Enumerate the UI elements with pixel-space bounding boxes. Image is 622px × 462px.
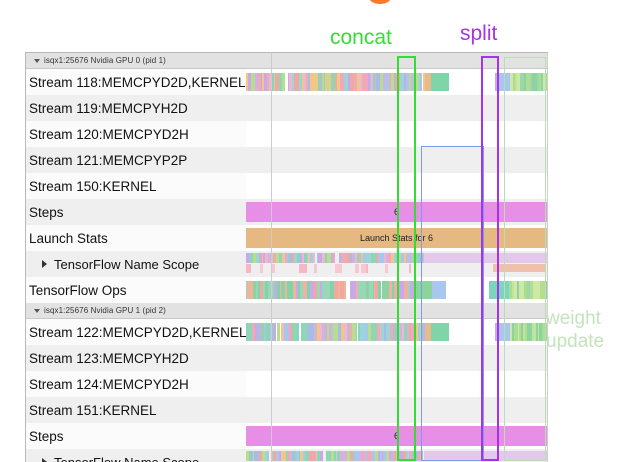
track-lane[interactable] bbox=[246, 121, 547, 147]
track-row-label-text: Stream 118:MEMCPYD2D,KERNEL,ME bbox=[29, 75, 246, 90]
track-row-label-text: Stream 122:MEMCPYD2D,KERNEL,MI bbox=[29, 325, 246, 340]
name-scope-strip-tail2 bbox=[493, 264, 546, 272]
orange-marker-icon bbox=[369, 0, 391, 4]
track-row[interactable]: Stream 150:KERNEL bbox=[26, 173, 547, 199]
track-lane[interactable] bbox=[246, 251, 547, 277]
annotation-weight-update-line2: update bbox=[546, 330, 604, 353]
track-lane[interactable] bbox=[246, 449, 547, 462]
track-row-label-text: TensorFlow Ops bbox=[29, 283, 127, 298]
annotation-concat: concat bbox=[330, 26, 392, 50]
group-header-label: isqx1:25676 Nvidia GPU 0 (pid 1) bbox=[44, 56, 166, 65]
event-strip bbox=[246, 73, 547, 91]
track-row-label[interactable]: Stream 121:MEMCPYP2P bbox=[26, 147, 246, 173]
track-row-label[interactable]: Launch Stats bbox=[26, 225, 246, 251]
trace-viewer-panel[interactable]: isqx1:25676 Nvidia GPU 0 (pid 1) Stream 1… bbox=[25, 52, 548, 462]
track-row-label[interactable]: Stream 150:KERNEL bbox=[26, 173, 246, 199]
track-row-label[interactable]: TensorFlow Name Scope bbox=[26, 449, 246, 462]
group-header-label: isqx1:25676 Nvidia GPU 1 (pid 2) bbox=[44, 306, 166, 315]
steps-bar-label: 6 bbox=[246, 431, 547, 441]
chevron-down-icon[interactable] bbox=[34, 309, 40, 313]
track-row-label[interactable]: Stream 123:MEMCPYH2D bbox=[26, 345, 246, 371]
track-lane[interactable] bbox=[246, 277, 547, 303]
track-row-label[interactable]: Stream 124:MEMCPYD2H bbox=[26, 371, 246, 397]
track-row[interactable]: Stream 122:MEMCPYD2D,KERNEL,MI bbox=[26, 319, 547, 345]
track-lane[interactable] bbox=[246, 397, 547, 423]
track-lane[interactable] bbox=[246, 147, 547, 173]
track-row-label-text: Stream 150:KERNEL bbox=[29, 179, 157, 194]
track-row-label-text: Stream 151:KERNEL bbox=[29, 403, 157, 418]
track-row-label-text: Launch Stats bbox=[29, 231, 108, 246]
track-row[interactable]: Steps 6 bbox=[26, 199, 547, 225]
launch-stats-bar-label: Launch Stats for 6 bbox=[246, 233, 547, 243]
track-row-label[interactable]: Stream 151:KERNEL bbox=[26, 397, 246, 423]
group-header[interactable]: isqx1:25676 Nvidia GPU 0 (pid 1) bbox=[26, 53, 547, 69]
track-row-label-text: Steps bbox=[29, 205, 64, 220]
track-row[interactable]: Stream 118:MEMCPYD2D,KERNEL,ME bbox=[26, 69, 547, 95]
track-row-label-text: Steps bbox=[29, 429, 64, 444]
track-row[interactable]: Launch Stats Launch Stats for 6 bbox=[26, 225, 547, 251]
track-row[interactable]: Stream 123:MEMCPYH2D bbox=[26, 345, 547, 371]
track-lane[interactable] bbox=[246, 345, 547, 371]
track-row-label[interactable]: Stream 120:MEMCPYD2H bbox=[26, 121, 246, 147]
track-row[interactable]: Stream 119:MEMCPYH2D bbox=[26, 95, 547, 121]
track-lane[interactable]: 6 bbox=[246, 199, 547, 225]
track-row[interactable]: TensorFlow Ops bbox=[26, 277, 547, 303]
track-row-label[interactable]: Stream 122:MEMCPYD2D,KERNEL,MI bbox=[26, 319, 246, 345]
track-row-label[interactable]: TensorFlow Name Scope bbox=[26, 251, 246, 277]
track-row[interactable]: Stream 121:MEMCPYP2P bbox=[26, 147, 547, 173]
track-row[interactable]: Stream 151:KERNEL bbox=[26, 397, 547, 423]
label-column-divider bbox=[271, 53, 272, 462]
steps-bar-label: 6 bbox=[246, 207, 547, 217]
track-row-label-text: Stream 121:MEMCPYP2P bbox=[29, 153, 187, 168]
name-scope-strip-tail bbox=[424, 253, 547, 263]
annotation-weight-update-line1: weight bbox=[546, 307, 604, 330]
chevron-right-icon[interactable] bbox=[42, 458, 47, 462]
track-row-label[interactable]: Stream 119:MEMCPYH2D bbox=[26, 95, 246, 121]
track-row-label[interactable]: Steps bbox=[26, 423, 246, 449]
track-row-label-text: Stream 124:MEMCPYD2H bbox=[29, 377, 189, 392]
track-lane[interactable]: Launch Stats for 6 bbox=[246, 225, 547, 251]
event-strip bbox=[246, 281, 547, 299]
chevron-down-icon[interactable] bbox=[34, 59, 40, 63]
track-row[interactable]: Steps 6 bbox=[26, 423, 547, 449]
track-row-label-text: Stream 120:MEMCPYD2H bbox=[29, 127, 189, 142]
group-header[interactable]: isqx1:25676 Nvidia GPU 1 (pid 2) bbox=[26, 303, 547, 319]
track-lane[interactable] bbox=[246, 173, 547, 199]
track-row-label-text: Stream 119:MEMCPYH2D bbox=[29, 101, 188, 116]
track-lane[interactable] bbox=[246, 69, 547, 95]
track-row[interactable]: TensorFlow Name Scope bbox=[26, 251, 547, 277]
annotation-weight-update: weight update bbox=[546, 307, 604, 353]
track-row-label[interactable]: TensorFlow Ops bbox=[26, 277, 246, 303]
track-row-label[interactable]: Stream 118:MEMCPYD2D,KERNEL,ME bbox=[26, 69, 246, 95]
track-row-label-text: Stream 123:MEMCPYH2D bbox=[29, 351, 189, 366]
name-scope-strip-tail bbox=[424, 451, 547, 461]
track-row[interactable]: TensorFlow Name Scope bbox=[26, 449, 547, 462]
track-lane[interactable] bbox=[246, 95, 547, 121]
annotation-split: split bbox=[460, 22, 497, 46]
track-list: isqx1:25676 Nvidia GPU 0 (pid 1) Stream 1… bbox=[26, 53, 547, 462]
track-row-label[interactable]: Steps bbox=[26, 199, 246, 225]
event-strip bbox=[246, 323, 547, 341]
track-row[interactable]: Stream 120:MEMCPYD2H bbox=[26, 121, 547, 147]
track-lane[interactable] bbox=[246, 319, 547, 345]
track-lane[interactable] bbox=[246, 371, 547, 397]
track-row-label-text: TensorFlow Name Scope bbox=[54, 257, 199, 272]
track-row[interactable]: Stream 124:MEMCPYD2H bbox=[26, 371, 547, 397]
track-lane[interactable]: 6 bbox=[246, 423, 547, 449]
chevron-right-icon[interactable] bbox=[42, 260, 47, 268]
